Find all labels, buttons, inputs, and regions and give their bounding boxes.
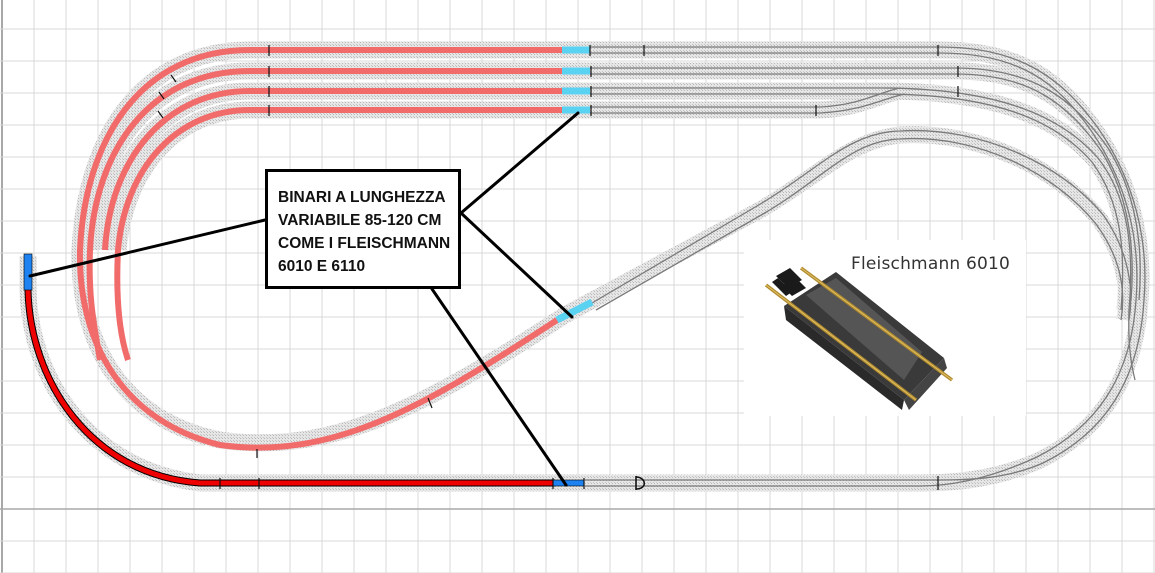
track-3-right [590,87,1132,311]
rerailer-track-image [764,266,954,410]
variable-length-tracks [555,46,594,324]
diagonal-return [591,129,1132,321]
annotation-line-1: BINARI A LUNGHEZZA [278,189,446,206]
photo-caption: Fleischmann 6010 [851,254,1011,274]
callout-lines [28,111,580,487]
plain-tracks [585,46,1146,487]
siding-tracks [76,47,562,451]
track-1-right [590,46,1146,301]
siding-track-1 [76,47,562,451]
track-joints [157,45,959,490]
callout-to-siding-4 [459,111,580,215]
callout-to-main [430,287,568,487]
annotation-line-2: VARIABILE 85-120 CM [278,212,442,229]
annotation-box: BINARI A LUNGHEZZA VARIABILE 85-120 CM C… [265,169,461,289]
annotation-line-3: COME I FLEISCHMANN [278,235,451,252]
track-4-right [590,87,901,108]
siding-track-2 [86,68,562,361]
variable-track-diagonal [555,298,594,324]
product-photo-panel: Fleischmann 6010 [744,240,1026,416]
buffer-stop-icon [635,476,646,490]
siding-track-3 [102,88,562,251]
annotation-line-4: 6010 E 6110 [278,258,366,275]
rerailer-ramp [806,278,922,380]
siding-track-4 [114,107,562,361]
variable-track-left [23,253,33,291]
callout-to-diagonal [459,211,574,319]
variable-track-main [552,479,585,487]
callout-to-left-track [28,218,267,278]
annotation-text: BINARI A LUNGHEZZA VARIABILE 85-120 CM C… [278,186,450,278]
main-line-track [24,289,555,487]
track-2-right [590,67,1141,301]
